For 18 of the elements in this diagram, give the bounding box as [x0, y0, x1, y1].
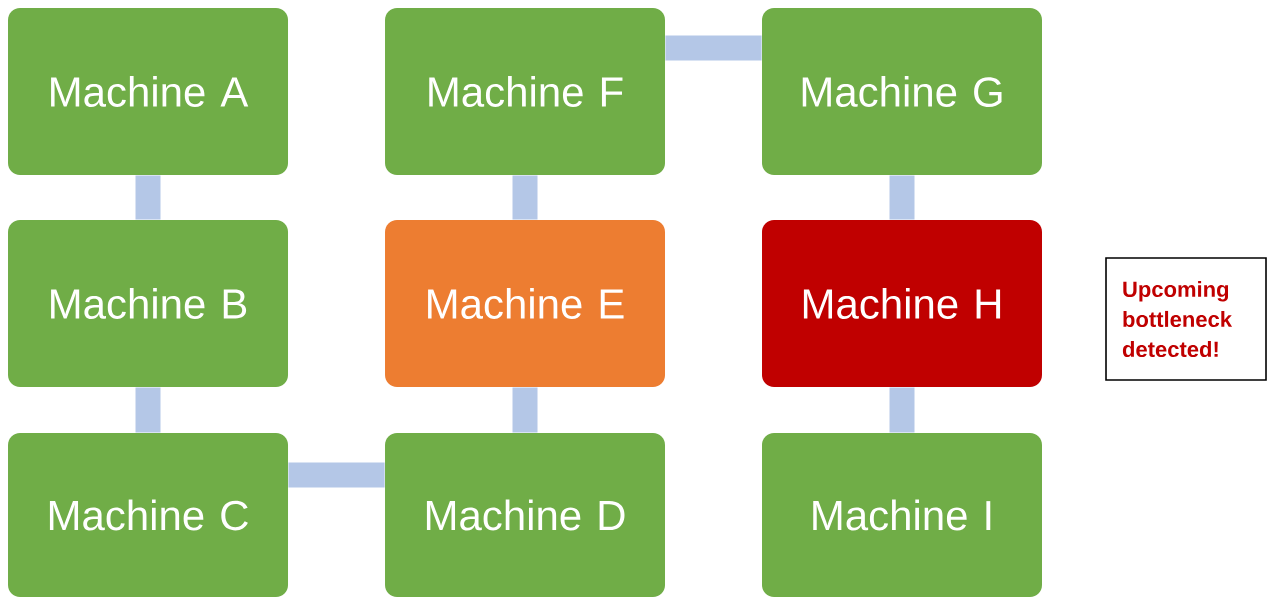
- machine-box: Machine D: [385, 433, 665, 597]
- machine-box: Machine B: [8, 220, 288, 387]
- machine-box: Machine E: [385, 220, 665, 387]
- connector-bar: [889, 175, 915, 220]
- connector-bar: [135, 387, 161, 433]
- connector-bar: [889, 387, 915, 433]
- machine-box: Machine C: [8, 433, 288, 597]
- machine-box: Machine G: [762, 8, 1042, 175]
- machine-box: Machine F: [385, 8, 665, 175]
- alert-box: Upcoming bottleneck detected!: [1105, 257, 1267, 381]
- machine-box: Machine A: [8, 8, 288, 175]
- connector-bar: [288, 462, 385, 488]
- connector-bar: [665, 35, 762, 61]
- machine-box: Machine H: [762, 220, 1042, 387]
- machine-box: Machine I: [762, 433, 1042, 597]
- connector-bar: [512, 175, 538, 220]
- connector-bar: [135, 175, 161, 220]
- connector-bar: [512, 387, 538, 433]
